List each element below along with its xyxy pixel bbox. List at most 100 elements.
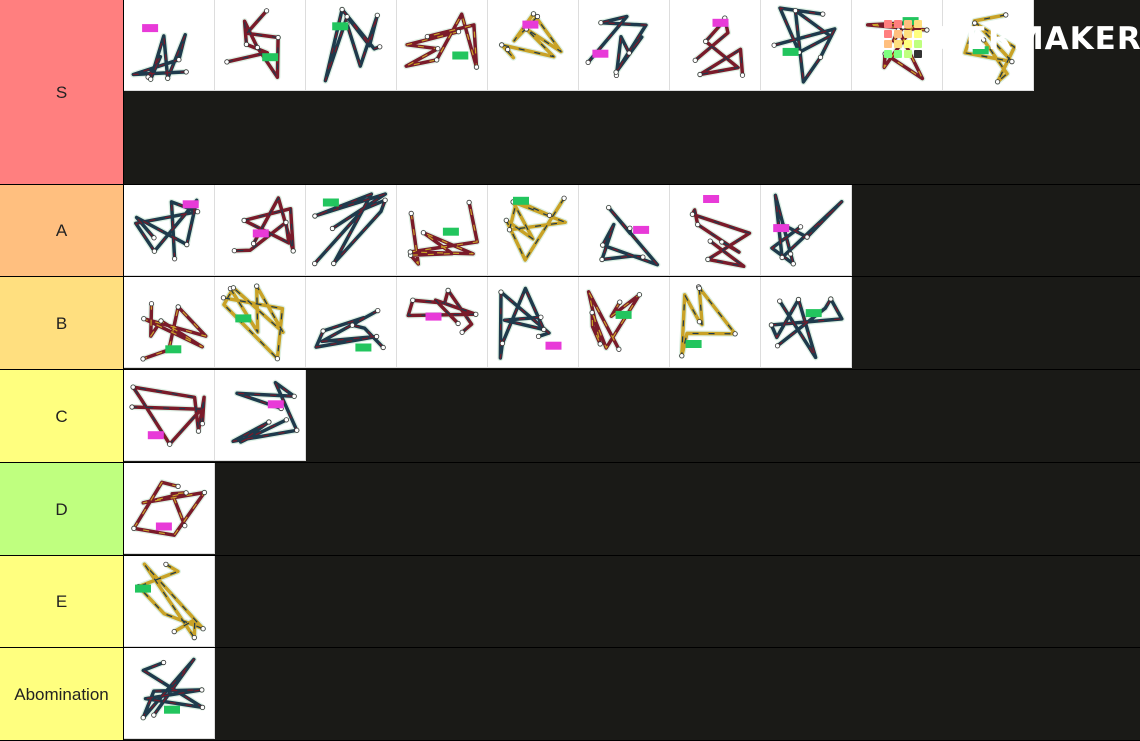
track-map-icon: [488, 185, 578, 275]
tier-label[interactable]: C: [0, 370, 124, 462]
tier-item[interactable]: [306, 277, 397, 368]
logo-text: TiERMAKER: [932, 21, 1140, 57]
track-map-icon: [579, 277, 669, 367]
track-map-icon: [124, 370, 214, 460]
track-map-icon: [761, 185, 851, 275]
track-map-icon: [670, 277, 760, 367]
track-map-icon: [488, 277, 578, 367]
tier-items: [124, 463, 1140, 555]
tier-items: [124, 556, 1140, 647]
tier-label[interactable]: D: [0, 463, 124, 555]
tier-items: [124, 370, 1140, 462]
tier-item[interactable]: [761, 185, 852, 276]
track-map-icon: [670, 185, 760, 275]
logo-cell: [894, 50, 902, 58]
tier-item[interactable]: [488, 277, 579, 368]
tier-row-b: B: [0, 277, 1140, 370]
logo-cell: [914, 40, 922, 48]
track-map-icon: [397, 0, 487, 90]
tier-row-d: D: [0, 463, 1140, 556]
track-map-icon: [397, 277, 487, 367]
tier-row-s: S: [0, 0, 1140, 185]
track-map-icon: [124, 185, 214, 275]
tier-item[interactable]: [215, 185, 306, 276]
track-map-icon: [124, 463, 214, 553]
tier-items: [124, 0, 1140, 184]
tier-item[interactable]: [579, 185, 670, 276]
tier-item[interactable]: [670, 0, 761, 91]
tier-item[interactable]: [124, 463, 215, 554]
tier-item[interactable]: [306, 185, 397, 276]
logo-cell: [894, 30, 902, 38]
track-map-icon: [124, 648, 214, 738]
track-map-icon: [215, 277, 305, 367]
track-map-icon: [215, 185, 305, 275]
tier-item[interactable]: [670, 277, 761, 368]
tier-item[interactable]: [761, 0, 852, 91]
tier-item[interactable]: [488, 185, 579, 276]
tier-label[interactable]: Abomination: [0, 648, 124, 740]
tier-item[interactable]: [124, 185, 215, 276]
track-map-icon: [943, 0, 1033, 90]
tier-item[interactable]: [215, 277, 306, 368]
logo-cell: [894, 20, 902, 28]
tier-item[interactable]: [397, 185, 488, 276]
logo-cell: [904, 30, 912, 38]
logo-grid-icon: [884, 20, 922, 58]
logo-cell: [884, 50, 892, 58]
tier-label[interactable]: B: [0, 277, 124, 369]
logo-cell: [904, 20, 912, 28]
tier-item[interactable]: [124, 277, 215, 368]
tier-label[interactable]: A: [0, 185, 124, 276]
tier-row-c: C: [0, 370, 1140, 463]
track-map-icon: [761, 277, 851, 367]
tier-item[interactable]: [943, 0, 1034, 91]
tier-item[interactable]: [397, 277, 488, 368]
track-map-icon: [761, 0, 851, 90]
tier-item[interactable]: [670, 185, 761, 276]
tier-item[interactable]: [124, 370, 215, 461]
tier-item[interactable]: [397, 0, 488, 91]
tier-row-a: A: [0, 185, 1140, 277]
tier-item[interactable]: [124, 0, 215, 91]
tier-item[interactable]: [124, 648, 215, 739]
logo-cell: [884, 30, 892, 38]
tier-item[interactable]: [215, 0, 306, 91]
track-map-icon: [306, 185, 396, 275]
tier-item[interactable]: [579, 0, 670, 91]
logo-cell: [884, 20, 892, 28]
track-map-icon: [579, 185, 669, 275]
tier-items: [124, 648, 1140, 740]
logo-cell: [914, 20, 922, 28]
tier-row-e: E: [0, 556, 1140, 648]
tiermaker-logo: TiERMAKER: [884, 20, 1140, 58]
tier-items: [124, 277, 1140, 369]
logo-cell: [914, 50, 922, 58]
logo-cell: [904, 50, 912, 58]
track-map-icon: [124, 277, 214, 367]
logo-cell: [904, 40, 912, 48]
track-map-icon: [579, 0, 669, 90]
tier-label[interactable]: S: [0, 0, 124, 184]
tier-item[interactable]: [579, 277, 670, 368]
track-map-icon: [670, 0, 760, 90]
logo-cell: [894, 40, 902, 48]
logo-cell: [884, 40, 892, 48]
track-map-icon: [215, 370, 305, 460]
tier-label[interactable]: E: [0, 556, 124, 647]
logo-cell: [914, 30, 922, 38]
track-map-icon: [488, 0, 578, 90]
tier-item[interactable]: [124, 556, 215, 647]
track-map-icon: [306, 0, 396, 90]
tier-item[interactable]: [215, 370, 306, 461]
tier-item[interactable]: [761, 277, 852, 368]
tier-items: [124, 185, 1140, 276]
track-map-icon: [124, 0, 214, 90]
track-map-icon: [124, 556, 214, 646]
tier-row-abomination: Abomination: [0, 648, 1140, 741]
track-map-icon: [306, 277, 396, 367]
track-map-icon: [397, 185, 487, 275]
tier-item[interactable]: [488, 0, 579, 91]
tier-item[interactable]: [306, 0, 397, 91]
